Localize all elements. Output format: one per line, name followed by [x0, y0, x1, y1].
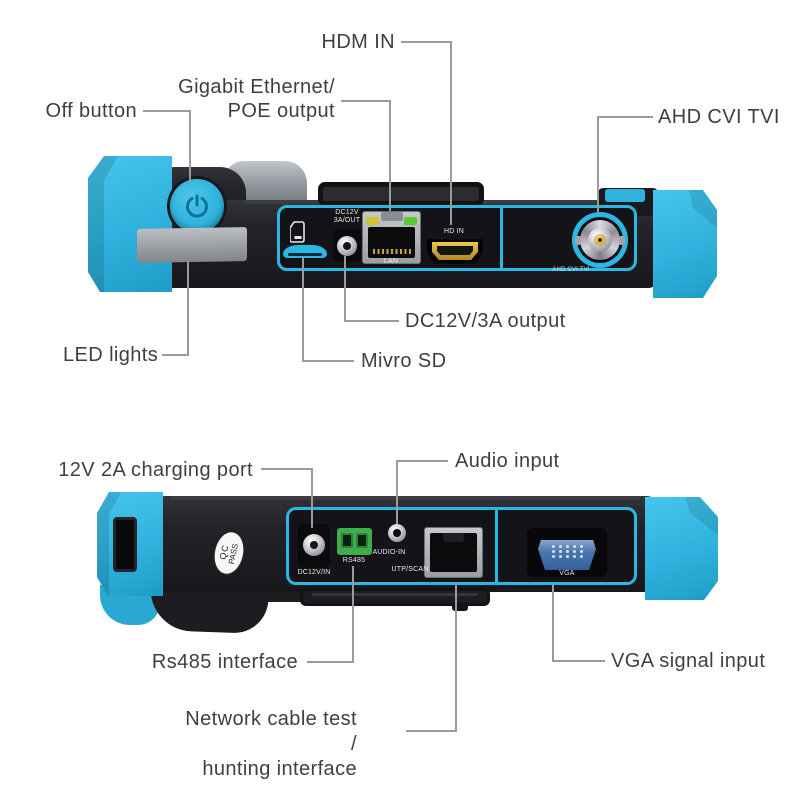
line-charging-v	[311, 468, 313, 528]
right-bumper-top	[653, 190, 717, 298]
vga-pins-row2	[538, 550, 596, 553]
rs485-hole-2	[356, 533, 368, 548]
line-audio-v	[396, 460, 398, 524]
print-vga: VGA	[547, 570, 587, 578]
callout-audio-input: Audio input	[455, 450, 560, 472]
line-network-h	[406, 730, 457, 732]
stand-bracket-tab	[452, 603, 468, 611]
stand-bracket-slot	[312, 593, 478, 596]
print-dc-out-line2: 3A/OUT	[333, 217, 361, 224]
print-lan-text: LAN	[383, 258, 399, 265]
vga-pins-row3	[538, 555, 596, 558]
lan-led-green	[404, 217, 417, 225]
bnc-lug-left	[575, 236, 581, 245]
left-bumper-top	[88, 156, 172, 292]
callout-led-lights: LED lights	[63, 344, 159, 366]
print-hd-in: HD IN	[434, 228, 474, 236]
line-vga-v	[552, 584, 554, 662]
line-vga-h	[552, 660, 605, 662]
micro-sd-icon	[290, 221, 305, 243]
lan-port-tab	[381, 212, 403, 221]
lan-led-yellow	[366, 217, 379, 225]
micro-sd-slot-slit	[288, 253, 322, 256]
vga-connector	[538, 540, 596, 570]
print-audio-in: AUDIO-IN	[366, 549, 412, 557]
line-off-h	[143, 110, 191, 112]
stand-bracket-top	[318, 182, 484, 206]
callout-network-line1: Network cable test /	[185, 708, 357, 755]
line-led-h	[162, 354, 189, 356]
print-bnc-text: AHD CVI TVI	[552, 267, 590, 273]
print-dc12v-in-text: DC12V/IN	[297, 569, 331, 576]
line-gigabit-v	[389, 100, 391, 211]
print-audio-in-text: AUDIO-IN	[372, 549, 406, 556]
dc-out-jack-hole	[343, 242, 351, 250]
line-audio-h	[396, 460, 448, 462]
led-strip	[137, 227, 247, 263]
lan-port-pins	[373, 249, 411, 254]
print-dc12v-in: DC12V/IN	[288, 569, 340, 577]
line-sd-v	[302, 258, 304, 362]
micro-sd-slot	[283, 245, 327, 258]
line-ahd-v	[597, 116, 599, 212]
line-hdm-in-h	[401, 41, 452, 43]
callout-network-test: Network cable test / hunting interface	[180, 707, 357, 782]
line-sd-h	[302, 360, 354, 362]
bnc-lug-right	[619, 236, 625, 245]
bnc-pin-hole	[598, 238, 602, 242]
line-hdm-in-v	[450, 41, 452, 225]
print-hd-in-text: HD IN	[443, 228, 465, 235]
callout-gigabit: Gigabit Ethernet/ POE output	[160, 75, 335, 123]
callout-off-button: Off button	[45, 100, 137, 122]
body-bottom-top-edge	[170, 496, 640, 500]
audio-jack-hole	[393, 529, 401, 537]
callout-mivro-sd: Mivro SD	[361, 350, 447, 372]
callout-dc-output: DC12V/3A output	[405, 310, 566, 332]
callout-rs485: Rs485 interface	[151, 651, 298, 673]
print-vga-text: VGA	[559, 570, 575, 577]
callout-hdm-in: HDM IN	[321, 31, 395, 53]
line-off-v	[189, 110, 191, 182]
print-bnc: AHD CVI TVI	[540, 266, 602, 274]
print-dc-out-line1: DC12V	[335, 209, 359, 216]
print-lan: LAN	[371, 258, 411, 266]
panel-separator-bottom	[495, 510, 498, 582]
callout-ahd: AHD CVI TVI	[658, 106, 780, 128]
print-utp-scan-text: UTP/SCAN	[391, 566, 429, 573]
line-ahd-h	[598, 116, 653, 118]
dc-in-jack-hole	[310, 541, 318, 549]
utp-port-latch	[443, 533, 464, 542]
line-charging-h	[261, 468, 313, 470]
line-gigabit-h	[341, 100, 391, 102]
callout-charging-port: 12V 2A charging port	[58, 459, 253, 481]
blue-tab	[605, 189, 645, 202]
callout-gigabit-line2: POE output	[227, 100, 335, 122]
right-bumper-bottom	[645, 497, 718, 600]
line-led-v	[187, 262, 189, 356]
rs485-hole-1	[341, 533, 353, 548]
panel-separator-top	[500, 208, 503, 268]
line-rs485-v	[352, 566, 354, 663]
power-icon	[186, 194, 208, 218]
side-port-slot	[113, 517, 137, 572]
line-dcout-v	[344, 256, 346, 322]
print-dc-out: DC12V 3A/OUT	[327, 209, 367, 225]
callout-gigabit-line1: Gigabit Ethernet/	[178, 76, 335, 98]
stand-bracket-bottom	[300, 588, 490, 606]
callout-vga-signal: VGA signal input	[611, 650, 766, 672]
line-rs485-h	[307, 661, 354, 663]
hdmi-port-slot	[437, 246, 473, 255]
line-network-v	[455, 583, 457, 732]
print-rs485-text: RS485	[342, 557, 366, 564]
print-rs485: RS485	[334, 557, 374, 565]
vga-pins-row1	[538, 545, 596, 548]
callout-network-line2: hunting interface	[202, 758, 357, 780]
line-dcout-h	[344, 320, 399, 322]
print-utp-scan: UTP/SCAN	[385, 566, 435, 574]
